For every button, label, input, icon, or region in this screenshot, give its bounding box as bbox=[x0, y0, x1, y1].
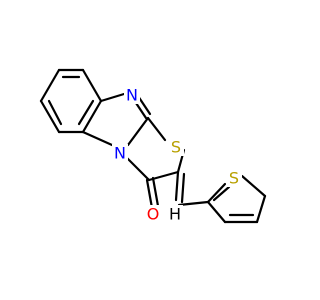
bond bbox=[206, 200, 227, 224]
bond bbox=[39, 68, 61, 103]
carbonyl-bond bbox=[145, 178, 154, 210]
atom-label-h: H bbox=[167, 205, 183, 224]
carbonyl-bond-second bbox=[151, 176, 160, 208]
double-bond-inner bbox=[77, 99, 95, 126]
atom-s-thiophene: S bbox=[229, 169, 239, 188]
atom-s-thiazole: S bbox=[171, 138, 181, 157]
double-bond-inner bbox=[47, 99, 63, 126]
thiophene-ring bbox=[206, 174, 267, 224]
bond bbox=[146, 116, 167, 142]
bond bbox=[206, 182, 227, 204]
atom-h-methylidene: H bbox=[169, 205, 181, 224]
benzene-ring bbox=[39, 68, 103, 134]
methylidene-linker bbox=[174, 170, 210, 207]
double-bond-inner bbox=[212, 185, 231, 202]
molecule-structure: N N S O S H bbox=[39, 68, 267, 224]
atom-label-s-thiazole: S bbox=[168, 138, 184, 157]
atom-o-carbonyl: O bbox=[147, 205, 160, 224]
bond bbox=[81, 68, 103, 103]
bond bbox=[240, 174, 267, 198]
atom-n-amide: N bbox=[114, 144, 126, 163]
bond bbox=[99, 92, 126, 103]
atom-label-n-imine: N bbox=[124, 86, 140, 105]
bond bbox=[126, 116, 150, 147]
bond bbox=[39, 99, 61, 134]
atom-n-imine: N bbox=[126, 86, 138, 105]
atom-label-s-thiophene: S bbox=[226, 169, 242, 188]
imidazole-ring bbox=[81, 92, 152, 147]
atom-label-o: O bbox=[145, 205, 161, 224]
bond bbox=[174, 170, 180, 202]
bond bbox=[81, 99, 103, 134]
bond bbox=[81, 130, 114, 147]
bond bbox=[177, 200, 210, 207]
atom-label-n-amide: N bbox=[112, 144, 128, 163]
double-bond-second bbox=[180, 172, 186, 204]
bond bbox=[255, 194, 267, 224]
bond bbox=[125, 156, 151, 182]
